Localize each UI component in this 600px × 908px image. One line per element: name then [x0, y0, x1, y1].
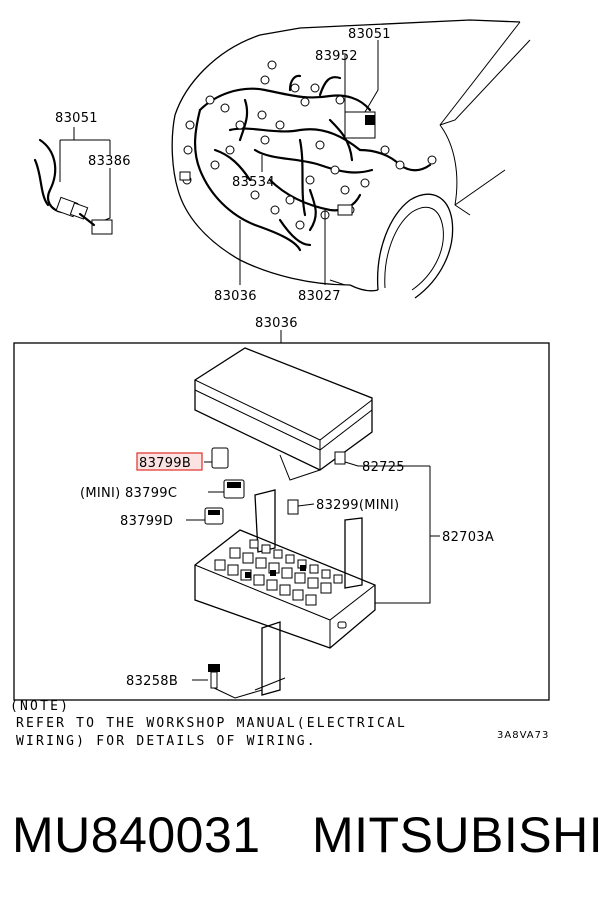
label-83051-top: 83051	[348, 27, 391, 42]
label-83952: 83952	[315, 49, 358, 64]
footer: MU840031 MITSUBISHI	[0, 800, 600, 880]
label-83799D: 83799D	[120, 514, 173, 529]
label-83534: 83534	[232, 175, 275, 190]
fuse-box-body	[194, 489, 376, 696]
part-number: MU840031	[12, 807, 261, 863]
small-parts	[186, 447, 430, 525]
detail-box	[13, 342, 550, 701]
label-83027: 83027	[298, 289, 341, 304]
harness-inset	[33, 127, 113, 235]
label-83799B: 83799B	[139, 456, 191, 471]
label-83799C: (MINI) 83799C	[80, 486, 177, 501]
brand-name: MITSUBISHI	[312, 807, 600, 863]
label-82725: 82725	[362, 460, 405, 475]
label-83386: 83386	[88, 154, 131, 169]
bracket-82703A	[375, 466, 431, 604]
car-body-outline	[171, 19, 531, 299]
label-83299: 83299(MINI)	[316, 498, 399, 513]
label-83036-bottom: 83036	[214, 289, 257, 304]
bolt	[192, 664, 263, 699]
note-heading: (NOTE)	[10, 699, 70, 714]
car-leaders	[239, 40, 379, 285]
highlight-83799B	[136, 452, 203, 471]
diagram-code: 3A8VA73	[497, 730, 549, 741]
label-83258B: 83258B	[126, 674, 178, 689]
label-82703A: 82703A	[442, 530, 494, 545]
label-83051-left: 83051	[55, 111, 98, 126]
label-83036-box: 83036	[255, 316, 298, 331]
note-line-1: REFER TO THE WORKSHOP MANUAL(ELECTRICAL	[16, 716, 407, 731]
note-line-2: WIRING) FOR DETAILS OF WIRING.	[16, 734, 317, 749]
fuse-box-cover	[194, 347, 373, 481]
engine-harness	[179, 60, 437, 252]
